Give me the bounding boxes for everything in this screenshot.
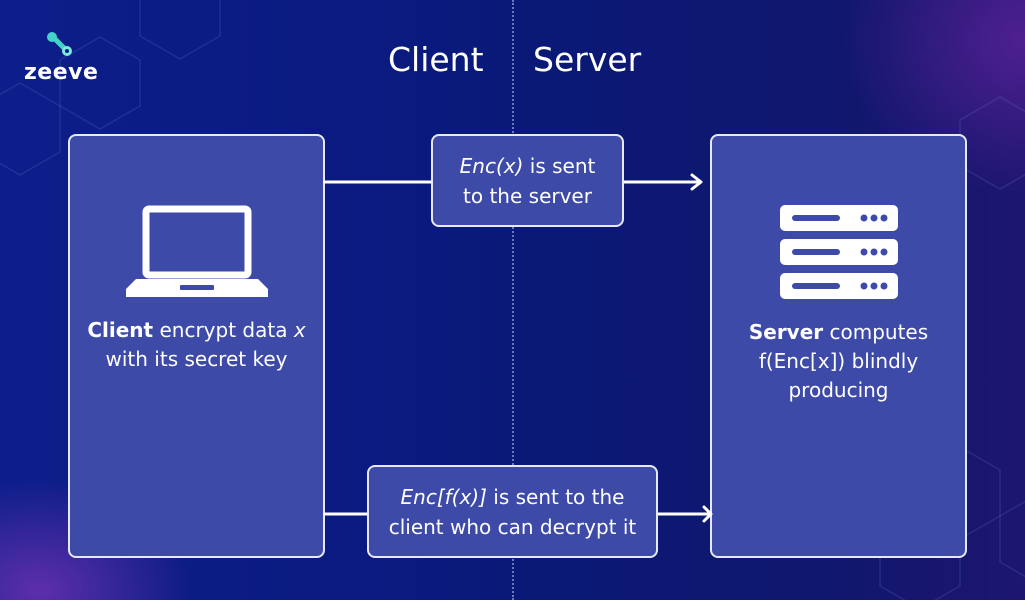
server-description-text: computes bbox=[823, 320, 929, 344]
client-server-divider bbox=[512, 0, 514, 600]
client-side-title: Client bbox=[388, 40, 484, 79]
server-icon bbox=[780, 205, 898, 299]
message-to-server-italic: Enc(x) bbox=[459, 153, 524, 178]
server-description-line2: f(Enc[x]) blindly bbox=[758, 349, 919, 373]
arrow-to-server-head bbox=[690, 173, 703, 191]
client-panel bbox=[68, 134, 325, 558]
arrow-to-client-head bbox=[702, 505, 713, 523]
client-description-text: encrypt data bbox=[153, 318, 294, 342]
message-to-client-line2: client who can decrypt it bbox=[388, 514, 637, 539]
server-description-bold: Server bbox=[748, 320, 824, 344]
server-description: Server computes f(Enc[x]) blindly produc… bbox=[712, 318, 965, 405]
message-to-server-rest: is sent bbox=[523, 153, 596, 178]
message-to-client-rest: is sent to the bbox=[486, 484, 625, 509]
client-description-line2: with its secret key bbox=[105, 347, 288, 371]
client-description-variable: x bbox=[293, 318, 306, 342]
message-to-server-line2: to the server bbox=[463, 183, 592, 208]
logo-wordmark: zeeve bbox=[24, 60, 99, 85]
client-description-bold: Client bbox=[87, 318, 154, 342]
server-description-line3: producing bbox=[788, 378, 889, 402]
zeeve-logo: zeeve bbox=[24, 30, 104, 90]
client-description: Client encrypt data x with its secret ke… bbox=[70, 316, 323, 374]
message-enc-fx-to-client: Enc[f(x)] is sent to the client who can … bbox=[367, 465, 658, 558]
zeeve-logo-icon bbox=[47, 32, 72, 56]
server-side-title: Server bbox=[533, 40, 642, 79]
server-panel bbox=[710, 134, 967, 558]
message-to-client-italic: Enc[f(x)] bbox=[400, 484, 487, 509]
laptop-icon bbox=[126, 205, 268, 297]
message-enc-x-to-server: Enc(x) is sent to the server bbox=[431, 134, 624, 227]
